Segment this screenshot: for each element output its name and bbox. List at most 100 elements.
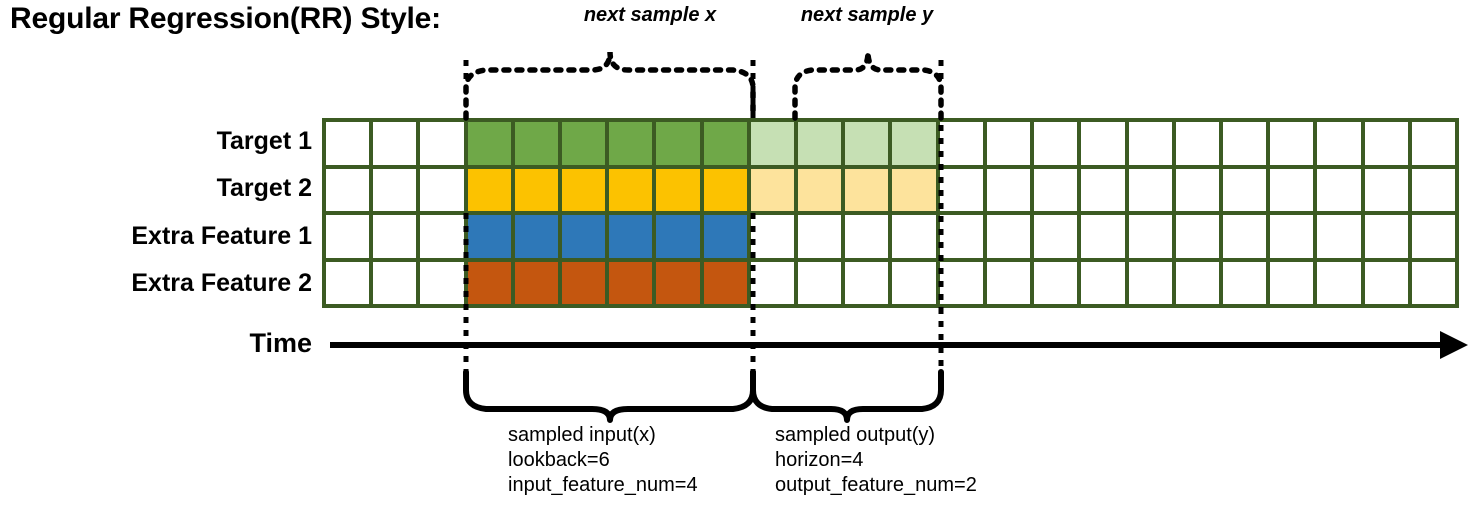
top-brace-label-next-sample-x: next sample x (583, 4, 717, 26)
grid-cell-input (656, 215, 700, 258)
grid-cell-empty (1364, 168, 1408, 211)
row-label-target-1: Target 1 (0, 118, 312, 165)
grid-cell-input (514, 215, 559, 258)
row-label-text: Target 1 (216, 127, 312, 156)
grid-cell-empty (939, 168, 983, 211)
grid-cell-input (703, 215, 747, 258)
grid-cell-empty (1411, 261, 1455, 304)
grid-cell-empty (1270, 215, 1314, 258)
row-label-target-2: Target 2 (0, 165, 312, 212)
grid-cell-empty (986, 261, 1031, 304)
bottom-brace-label-sampled-input: sampled input(x) lookback=6 input_featur… (508, 423, 698, 499)
grid-cell-output (845, 168, 889, 211)
sampled-input-title: sampled input(x) (508, 424, 656, 446)
grid-cell-empty (420, 261, 464, 304)
grid-cell-empty (1222, 261, 1267, 304)
grid-cell-input (467, 122, 511, 165)
grid-cell-empty (798, 261, 842, 304)
sampled-output-horizon: horizon=4 (775, 449, 864, 472)
grid-cell-empty (1411, 215, 1455, 258)
grid-cell-input (467, 168, 511, 211)
time-axis-label: Time (249, 328, 312, 358)
grid-cell-empty (373, 168, 417, 211)
grid-cell-empty (798, 215, 842, 258)
grid-cell-empty (1222, 168, 1267, 211)
page-title: Regular Regression(RR) Style: (10, 2, 441, 35)
grid-cell-empty (1081, 168, 1125, 211)
grid-cell-input (609, 122, 653, 165)
sampled-output-feature-num: output_feature_num=2 (775, 474, 977, 497)
grid-cell-empty (939, 215, 983, 258)
bottom-brace-sampled-input (463, 369, 756, 423)
sampled-output-title: sampled output(y) (775, 424, 936, 446)
grid-cell-input (562, 122, 606, 165)
top-brace-label-next-sample-y: next sample y (800, 4, 934, 26)
grid-cell-empty (986, 215, 1031, 258)
grid-cell-empty (1364, 261, 1408, 304)
top-brace-next-sample-y (792, 51, 944, 121)
row-label-extra-feature-1: Extra Feature 1 (0, 213, 312, 260)
grid-cell-empty (1034, 261, 1078, 304)
grid-cell-empty (1034, 122, 1078, 165)
grid-cell-empty (939, 261, 983, 304)
grid-cell-empty (939, 122, 983, 165)
grid-cell-empty (1175, 215, 1219, 258)
bottom-brace-label-sampled-output: sampled output(y) horizon=4 output_featu… (775, 423, 977, 499)
grid-cell-input (467, 215, 511, 258)
grid-cell-empty (1128, 168, 1172, 211)
row-label-text: Target 2 (216, 174, 312, 203)
row-label-column: Target 1 Target 2 Extra Feature 1 Extra … (0, 118, 312, 308)
time-axis (330, 331, 1468, 359)
grid-cell-input (514, 168, 559, 211)
time-axis-arrowhead (1440, 331, 1468, 359)
grid-cell-input (656, 168, 700, 211)
grid-cell-empty (1270, 261, 1314, 304)
grid-cell-empty (1081, 215, 1125, 258)
grid-cell-empty (1411, 122, 1455, 165)
grid-cell-input (562, 261, 606, 304)
grid-cell-empty (845, 215, 889, 258)
grid-cell-output (798, 122, 842, 165)
grid-cell-input (467, 261, 511, 304)
grid-cell-empty (1270, 122, 1314, 165)
row-label-extra-feature-2: Extra Feature 2 (0, 260, 312, 307)
grid-cell-empty (1364, 215, 1408, 258)
grid-cell-empty (1034, 215, 1078, 258)
grid-cell-empty (420, 122, 464, 165)
grid-cell-empty (1175, 122, 1219, 165)
grid-cell-empty (1270, 168, 1314, 211)
grid-cell-empty (420, 168, 464, 211)
grid-cell-empty (1317, 261, 1361, 304)
grid-cell-input (514, 122, 559, 165)
sampled-input-lookback: lookback=6 (508, 449, 610, 472)
grid-cell-empty (892, 261, 936, 304)
grid-cell-empty (1222, 215, 1267, 258)
sampled-input-feature-num: input_feature_num=4 (508, 474, 698, 497)
grid-cell-empty (1317, 215, 1361, 258)
grid-cell-input (609, 168, 653, 211)
grid-cell-empty (1411, 168, 1455, 211)
grid-cell-empty (1222, 122, 1267, 165)
grid-cell-empty (373, 261, 417, 304)
grid-cell-empty (1128, 122, 1172, 165)
grid-cell-empty (373, 215, 417, 258)
bottom-brace-sampled-output (750, 369, 944, 423)
grid-cell-empty (1317, 122, 1361, 165)
grid-cell-empty (420, 215, 464, 258)
grid-cell-output (892, 122, 936, 165)
grid-cell-empty (986, 168, 1031, 211)
grid-cell-empty (1317, 168, 1361, 211)
top-brace-next-sample-x (463, 51, 756, 121)
grid-cell-input (703, 168, 747, 211)
grid-cell-input (609, 261, 653, 304)
grid-cell-empty (326, 261, 370, 304)
grid-cell-empty (892, 215, 936, 258)
grid-cell-empty (750, 261, 795, 304)
row-label-text: Extra Feature 1 (131, 221, 312, 250)
grid-cell-output (845, 122, 889, 165)
grid-cell-input (609, 215, 653, 258)
grid-cell-input (703, 261, 747, 304)
grid-cell-empty (373, 122, 417, 165)
grid-cell-empty (1081, 261, 1125, 304)
